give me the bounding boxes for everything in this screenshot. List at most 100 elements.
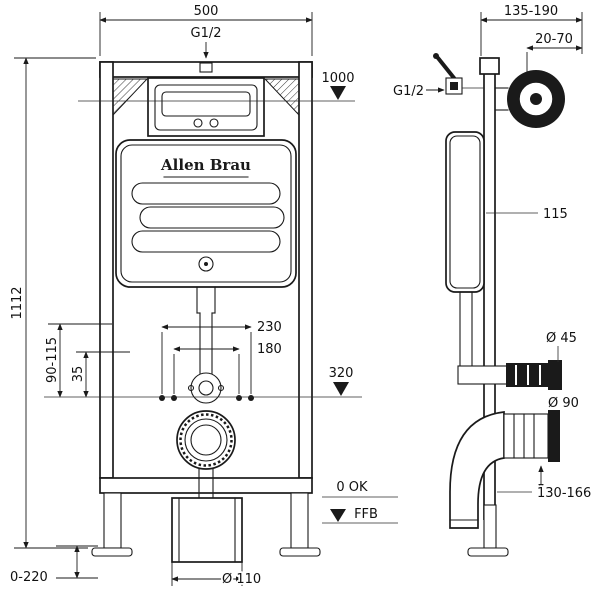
lever-knob bbox=[433, 53, 439, 59]
cistern-side-outer bbox=[445, 131, 485, 293]
right-corner-brace bbox=[263, 78, 300, 117]
cistern-rib-3 bbox=[131, 230, 281, 253]
waste-connector bbox=[176, 410, 236, 470]
dim-0-220: 0-220 bbox=[8, 545, 98, 587]
dim-label: 90-115 bbox=[45, 337, 60, 383]
valve-core bbox=[450, 82, 458, 90]
level-marker bbox=[330, 86, 346, 100]
fixing-stud bbox=[248, 395, 254, 401]
flush-elbow bbox=[190, 372, 222, 404]
fixing-stud bbox=[236, 395, 242, 401]
frame-top-cap bbox=[479, 57, 500, 75]
front-view: Allen Brau bbox=[8, 2, 398, 589]
dim-label: 20-70 bbox=[535, 32, 573, 47]
dim-label: 135-190 bbox=[504, 4, 558, 19]
flush-pipe-cap bbox=[548, 360, 562, 390]
dim-115: 115 bbox=[486, 205, 570, 224]
panel-hole-right bbox=[209, 118, 219, 128]
dim-130-166: 130-166 bbox=[497, 484, 593, 503]
outlet-cap bbox=[548, 410, 560, 462]
waste-bore bbox=[190, 424, 222, 456]
fixing-stud bbox=[171, 395, 177, 401]
dim-label: 130-166 bbox=[537, 486, 591, 501]
side-base-plate bbox=[467, 547, 509, 557]
dim-width-500: 500 bbox=[99, 2, 313, 56]
dim-230: 230 bbox=[161, 318, 284, 394]
inlet-callout-side: G1/2 bbox=[391, 82, 445, 101]
dim-height-1112: 1112 bbox=[8, 57, 96, 549]
panel-hole-left bbox=[193, 118, 203, 128]
waste-teeth bbox=[179, 413, 233, 467]
valve-lever bbox=[436, 56, 456, 80]
dim-180: 180 bbox=[173, 340, 284, 394]
level-label: 1000 bbox=[321, 71, 354, 86]
left-foot bbox=[103, 492, 122, 549]
elbow-bolt bbox=[187, 384, 195, 392]
dim-dia-45: Ø 45 bbox=[544, 329, 579, 362]
dim-label: 115 bbox=[543, 207, 568, 222]
dim-label: 1112 bbox=[10, 286, 25, 319]
housing-center bbox=[530, 93, 542, 105]
flush-pipe bbox=[196, 286, 216, 384]
frame-top-bar bbox=[99, 61, 313, 78]
drain-pipe bbox=[171, 497, 243, 563]
inlet-label: G1/2 bbox=[393, 84, 424, 99]
cistern: Allen Brau bbox=[115, 139, 297, 288]
cistern-rib-2 bbox=[139, 206, 285, 229]
flush-elbow-bore bbox=[198, 380, 214, 396]
inlet-callout-top: G1/2 bbox=[189, 24, 223, 59]
cistern-port-center bbox=[204, 262, 208, 266]
outlet-body bbox=[503, 413, 549, 459]
dim-label: Ø 90 bbox=[548, 396, 579, 411]
outlet-connector bbox=[503, 410, 560, 491]
waste-mid bbox=[184, 418, 228, 462]
panel-mid bbox=[154, 84, 258, 131]
level-label: 320 bbox=[329, 366, 354, 381]
left-base-plate bbox=[91, 547, 133, 557]
drain-outer bbox=[171, 497, 243, 563]
right-foot bbox=[290, 492, 309, 549]
inlet-fitting bbox=[199, 62, 213, 73]
dim-90-115: 90-115 bbox=[43, 323, 112, 398]
left-corner-brace bbox=[112, 78, 149, 117]
cistern-inner bbox=[120, 144, 292, 283]
level-320: 320 bbox=[44, 364, 362, 398]
frame-left-rail bbox=[99, 61, 114, 479]
level-marker bbox=[330, 509, 346, 522]
access-panel bbox=[147, 77, 265, 137]
fixing-stud bbox=[159, 395, 165, 401]
dim-label: Ø 110 bbox=[222, 572, 261, 587]
inlet-valve bbox=[433, 53, 484, 95]
dim-label: Ø 45 bbox=[546, 331, 577, 346]
panel-opening bbox=[161, 91, 251, 117]
cistern-port bbox=[198, 256, 214, 272]
level-label: 0 OK bbox=[336, 480, 368, 495]
waste-elbow bbox=[449, 411, 505, 529]
side-view: G1/2 bbox=[391, 2, 593, 557]
frame-bottom-bar bbox=[99, 477, 313, 494]
cistern-rib-1 bbox=[131, 182, 281, 205]
dim-label: 230 bbox=[257, 320, 282, 335]
dim-35: 35 bbox=[69, 351, 130, 398]
dim-dia-90: Ø 90 bbox=[546, 394, 580, 413]
flush-plate-housing bbox=[495, 70, 565, 128]
dim-label: 180 bbox=[257, 342, 282, 357]
inlet-label: G1/2 bbox=[191, 26, 222, 41]
side-foot bbox=[483, 504, 497, 549]
frame-right-rail bbox=[298, 61, 313, 479]
level-ffb: FFB bbox=[322, 505, 398, 524]
dim-depth-135-190: 135-190 bbox=[480, 2, 583, 56]
dim-plate-20-70: 20-70 bbox=[526, 30, 583, 74]
level-1000: 1000 bbox=[78, 69, 356, 102]
dim-label: 0-220 bbox=[10, 570, 48, 585]
waste-outer bbox=[176, 410, 236, 470]
level-label: FFB bbox=[354, 507, 378, 522]
brand-label: Allen Brau bbox=[160, 156, 251, 174]
dim-label: 500 bbox=[194, 4, 219, 19]
right-base-plate bbox=[279, 547, 321, 557]
cistern-side-inner bbox=[449, 135, 481, 289]
dim-dia-110: Ø 110 bbox=[171, 562, 263, 589]
elbow-bolt bbox=[217, 384, 225, 392]
level-0ok: 0 OK bbox=[322, 478, 398, 498]
